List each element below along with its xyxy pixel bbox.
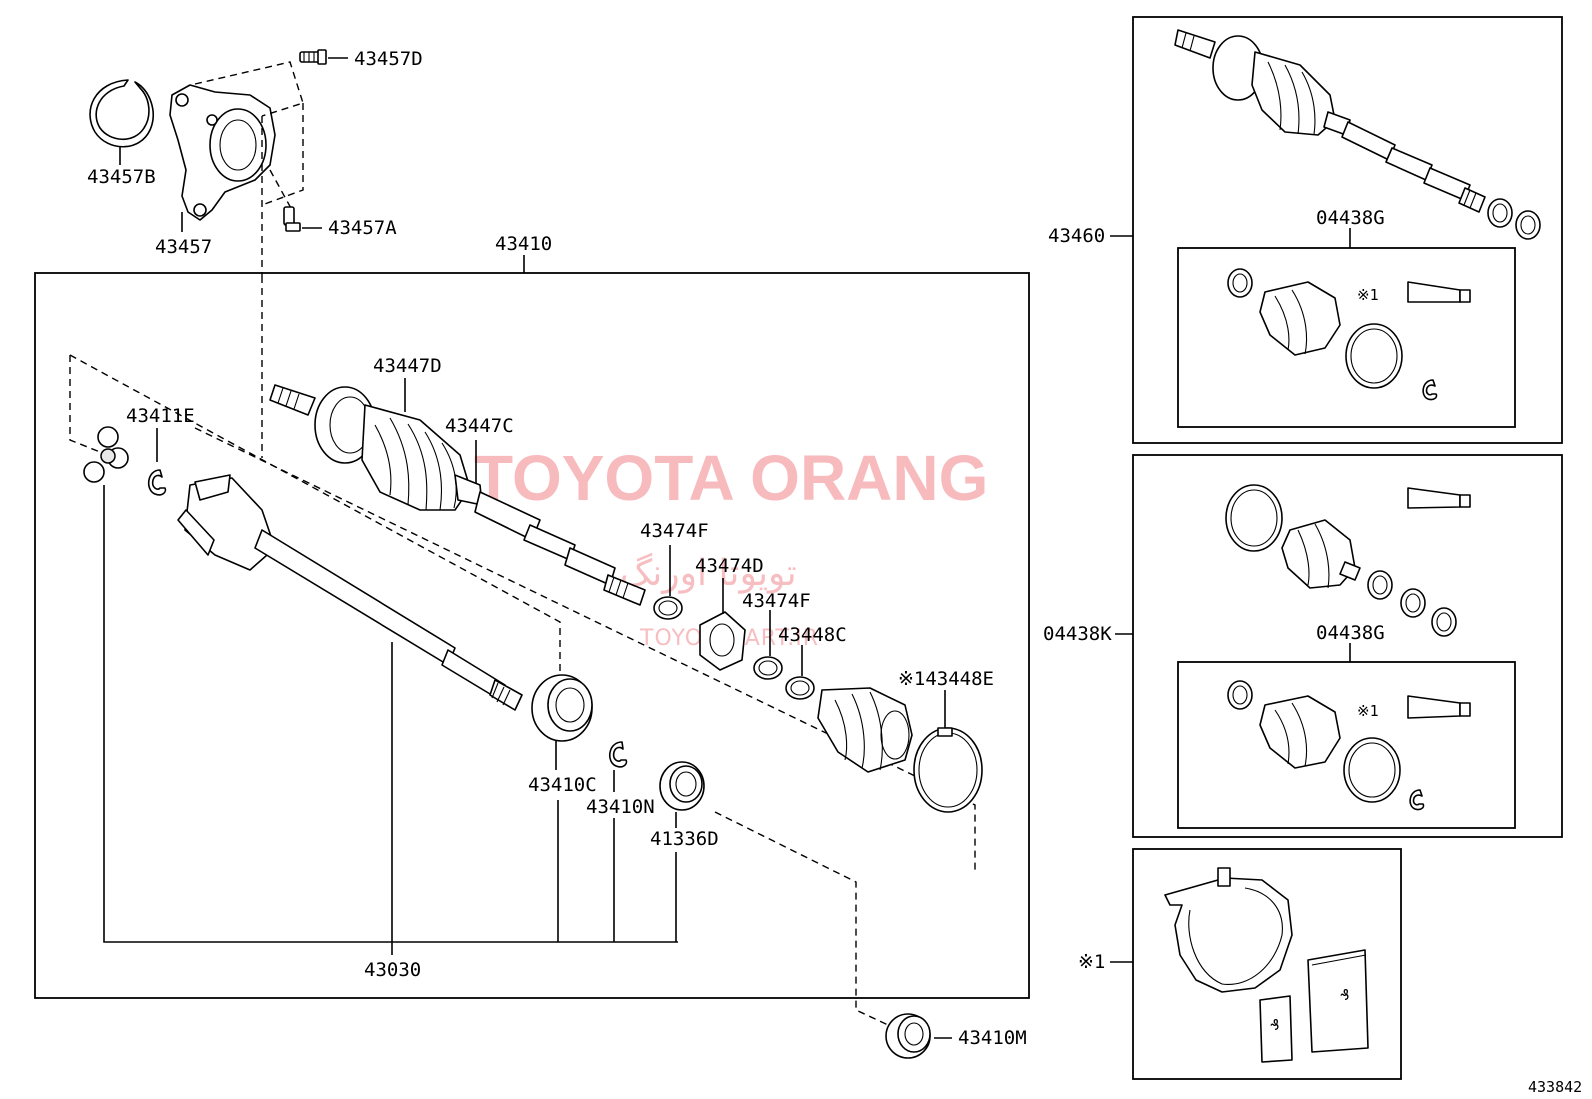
clamp-43474F-a[interactable] — [653, 596, 683, 620]
box-note1-kit — [1132, 848, 1402, 1080]
label-43474F-b[interactable]: 43474F — [742, 590, 811, 612]
watermark-brand: TOYOTA ORANG — [474, 442, 988, 514]
snap-ring-small-left[interactable] — [147, 469, 167, 496]
shaft-assembly-43460[interactable] — [1174, 29, 1486, 213]
label-note1-kit[interactable]: ※1 — [1078, 951, 1105, 973]
note1-a: ※1 — [1357, 286, 1379, 304]
box-04438G-b — [1177, 661, 1516, 829]
outer-spline — [269, 384, 316, 416]
inner-shaft-43030[interactable] — [177, 474, 523, 711]
bracket-dash-top — [194, 61, 304, 117]
seal-43410M[interactable] — [885, 1013, 931, 1059]
bolt-43457A-dash — [269, 169, 293, 211]
svg-text:₰: ₰ — [1340, 986, 1349, 1004]
damper-43474D[interactable] — [699, 611, 746, 671]
label-43457A[interactable]: 43457A — [328, 217, 397, 239]
bracket-dash-right — [261, 103, 304, 206]
label-43411E[interactable]: 43411E — [126, 405, 195, 427]
box-43460 — [1132, 16, 1563, 444]
boot-43447D — [361, 404, 471, 511]
boot-band-43448E[interactable] — [913, 727, 983, 813]
diagram-id: 433842 — [1528, 1078, 1582, 1096]
label-43410N[interactable]: 43410N — [586, 796, 655, 818]
label-43448E[interactable]: ※143448E — [898, 668, 994, 690]
bracket-bore — [209, 108, 267, 182]
dash-43410M — [714, 811, 889, 1026]
snap-ring-43410N[interactable] — [609, 741, 628, 768]
label-43030[interactable]: 43030 — [364, 959, 421, 981]
bolt-43457A[interactable] — [283, 206, 301, 232]
label-43460[interactable]: 43460 — [1048, 225, 1105, 247]
bracket-43030-base — [103, 485, 678, 943]
label-41336D[interactable]: 41336D — [650, 828, 719, 850]
label-43474F-a[interactable]: 43474F — [640, 520, 709, 542]
label-43447C[interactable]: 43447C — [445, 415, 514, 437]
inner-boot[interactable] — [817, 687, 913, 773]
watermark: TOYOTA ORANG تویوتا اورنگ TOYOTAPART.IR — [474, 442, 988, 651]
label-43410M[interactable]: 43410M — [958, 1027, 1027, 1049]
label-04438G-a[interactable]: 04438G — [1316, 207, 1385, 229]
box-04438K — [1132, 454, 1563, 838]
label-04438K[interactable]: 04438K — [1043, 623, 1112, 645]
label-43457D[interactable]: 43457D — [354, 48, 423, 70]
inner-joint-top — [194, 474, 231, 501]
clamps-43460[interactable] — [1487, 198, 1541, 240]
label-43410[interactable]: 43410 — [495, 233, 552, 255]
label-43448C[interactable]: 43448C — [778, 624, 847, 646]
outer-dash — [194, 427, 976, 872]
oil-seal-41336D[interactable] — [659, 761, 705, 811]
clamp-43474F-b[interactable] — [753, 656, 783, 680]
tripod-dash-left — [69, 355, 101, 453]
watermark-brand-fa: تویوتا اورنگ — [620, 552, 797, 594]
svg-text:₰: ₰ — [1270, 1016, 1279, 1034]
boot-kit-04438G-b[interactable] — [1227, 680, 1471, 811]
snap-ring-43457B[interactable] — [89, 79, 154, 148]
center-bearing-43410C[interactable] — [531, 674, 593, 742]
tripod-joint-43411E[interactable] — [83, 426, 129, 483]
inner-shaft-body — [254, 529, 456, 666]
clamp-43448C[interactable] — [785, 676, 815, 700]
bearing-bracket-43457[interactable] — [169, 84, 276, 221]
assembly-43410-box — [34, 272, 1030, 999]
label-43457B[interactable]: 43457B — [87, 166, 156, 188]
box-04438G-a — [1177, 247, 1516, 428]
label-43474D[interactable]: 43474D — [695, 555, 764, 577]
inner-shaft-dash — [69, 354, 561, 672]
note1-b: ※1 — [1357, 702, 1379, 720]
label-04438G-b[interactable]: 04438G — [1316, 622, 1385, 644]
bolt-43457D[interactable] — [299, 49, 327, 65]
outer-shaft-assembly[interactable] — [269, 384, 646, 606]
boot-kit-04438K[interactable] — [1225, 484, 1471, 637]
boot-kit-04438G-a[interactable] — [1227, 268, 1471, 401]
label-43457[interactable]: 43457 — [155, 236, 212, 258]
band-clamp-kit[interactable]: ₰ ₰ — [1164, 867, 1369, 1063]
label-43410C[interactable]: 43410C — [528, 774, 597, 796]
label-43447D[interactable]: 43447D — [373, 355, 442, 377]
